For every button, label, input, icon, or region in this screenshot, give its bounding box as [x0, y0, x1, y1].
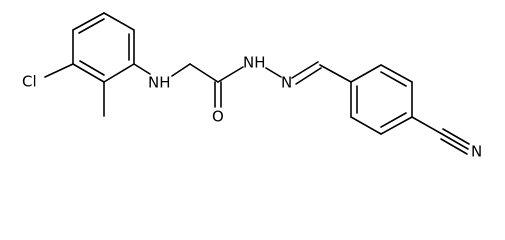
cyano-phenyl-ring — [350, 64, 413, 135]
ring2-double-bottom — [380, 112, 407, 128]
hydrazide-nh-label: NH — [243, 54, 266, 72]
ring1-bond-top-left — [72, 12, 105, 31]
imine-double-bond-b — [295, 67, 322, 85]
ring2-bond-bottom-right — [380, 116, 413, 135]
nh-n-bond — [265, 67, 282, 78]
imine-n-label: N — [281, 74, 292, 92]
ring1-bond-top-right — [103, 12, 135, 31]
imine-double-bond-a — [291, 61, 319, 79]
nitrile-triple-bond-c — [440, 138, 468, 155]
ch2-carbonyl-bond — [189, 63, 219, 83]
amine-nh-label: NH — [148, 74, 171, 92]
ring1-bond-bottom-left — [72, 63, 105, 83]
ring1-double-top — [78, 18, 105, 34]
ch-aryl-bond — [319, 64, 352, 83]
nitrile-triple-bond-b — [441, 133, 469, 150]
chloro-methyl-phenyl-ring — [72, 12, 135, 83]
carbonyl-nh-bond — [217, 66, 244, 83]
molecule-structure-diagram: Cl NH O NH N N — [22, 12, 482, 161]
chlorine-atom-label: Cl — [22, 73, 37, 91]
ring1-double-bottom — [79, 60, 105, 76]
ring2-bond-top-right — [380, 64, 413, 83]
ring2-bond-bottom-left — [350, 116, 382, 135]
ring1-bond-bottom-right — [103, 63, 135, 83]
ring2-double-top — [380, 71, 407, 87]
ring2-bond-top-left — [350, 64, 382, 83]
aryl-nh-bond — [133, 63, 151, 75]
nitrile-n-label: N — [471, 143, 482, 161]
nitrile-triple-bond-a — [442, 128, 470, 145]
oxygen-atom-label: O — [212, 108, 224, 126]
nh-ch2-bond — [171, 63, 191, 77]
c-cl-bond — [44, 63, 74, 78]
ring-nitrile-bond — [411, 116, 443, 135]
